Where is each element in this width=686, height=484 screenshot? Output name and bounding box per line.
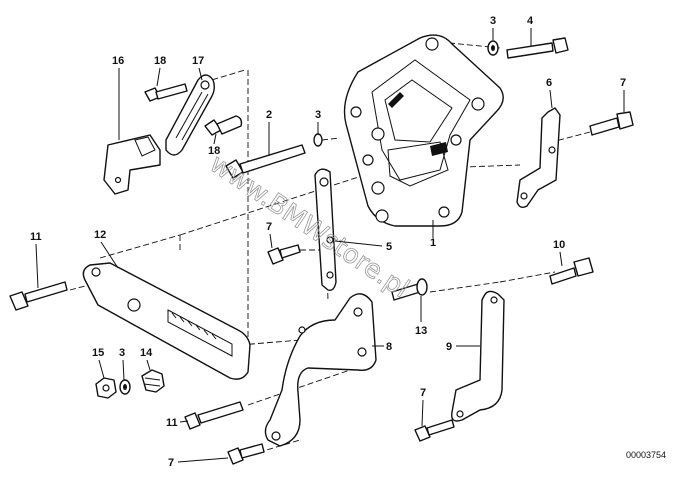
nut-part-14 bbox=[141, 369, 165, 393]
slotted-link-part-17 bbox=[165, 74, 215, 156]
bolt-part-18-lower bbox=[204, 115, 243, 136]
angle-bracket-part-16 bbox=[103, 134, 161, 195]
callout-7-bottom: 7 bbox=[168, 457, 174, 469]
bolt-part-7-right bbox=[589, 111, 634, 136]
callout-2: 2 bbox=[266, 109, 272, 121]
callout-7-right: 7 bbox=[620, 77, 626, 89]
callout-13: 13 bbox=[415, 325, 427, 337]
callout-16: 16 bbox=[112, 55, 124, 67]
washer-part-3-bottom bbox=[119, 379, 131, 395]
bracket-part-9 bbox=[451, 290, 505, 422]
callout-18-lower: 18 bbox=[208, 145, 220, 157]
callout-15: 15 bbox=[92, 347, 104, 359]
callout-3-mid: 3 bbox=[315, 109, 321, 121]
callout-5: 5 bbox=[386, 241, 392, 253]
callout-6: 6 bbox=[546, 77, 552, 89]
callout-3-top: 3 bbox=[490, 15, 496, 27]
strap-part-5 bbox=[314, 168, 337, 292]
nut-part-15 bbox=[95, 377, 117, 399]
callout-17: 17 bbox=[192, 55, 204, 67]
bolt-part-11-left bbox=[9, 281, 68, 311]
callout-9: 9 bbox=[446, 341, 452, 353]
callout-14: 14 bbox=[140, 347, 153, 359]
callout-8: 8 bbox=[386, 341, 392, 353]
callout-11-lower: 11 bbox=[166, 417, 178, 429]
bolt-part-7-mid bbox=[267, 244, 301, 265]
callout-7-mid: 7 bbox=[266, 221, 272, 233]
bolt-part-11-lower bbox=[184, 401, 244, 430]
drawing-code: 00003754 bbox=[626, 450, 666, 460]
callout-7-lower-right: 7 bbox=[420, 387, 426, 399]
adjusting-bar-part-12 bbox=[82, 262, 251, 380]
bolt-part-13 bbox=[391, 278, 428, 301]
small-bracket-part-6 bbox=[516, 107, 561, 209]
washer-part-3-mid bbox=[313, 133, 323, 147]
bolt-part-7-lower-right bbox=[414, 419, 455, 442]
callout-18-upper: 18 bbox=[154, 55, 166, 67]
callout-1: 1 bbox=[430, 237, 436, 249]
callout-10: 10 bbox=[553, 239, 565, 251]
callout-12: 12 bbox=[94, 229, 106, 241]
washer-part-3-top bbox=[487, 40, 499, 56]
callout-4: 4 bbox=[527, 15, 534, 27]
bolt-part-18-upper bbox=[144, 83, 188, 102]
bolt-part-10 bbox=[549, 257, 594, 285]
callout-3-bottom: 3 bbox=[119, 347, 125, 359]
main-bracket-part-1 bbox=[343, 34, 504, 227]
bolt-part-7-bottom bbox=[227, 443, 265, 465]
bolt-part-4 bbox=[506, 37, 569, 59]
long-bolt-part-2 bbox=[225, 144, 306, 179]
large-bracket-part-8 bbox=[264, 293, 377, 447]
callout-11-left: 11 bbox=[30, 231, 42, 243]
callout-labels: 1 2 3 3 3 4 5 6 7 7 7 7 8 9 10 11 11 12 bbox=[30, 15, 626, 469]
